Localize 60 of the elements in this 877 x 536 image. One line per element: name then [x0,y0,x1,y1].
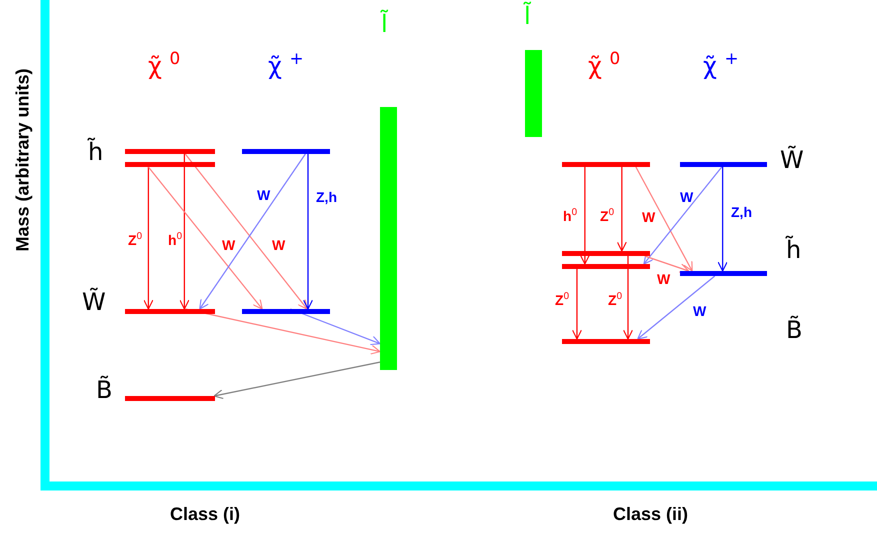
edge-label: h$^{0}$ [168,232,182,247]
edge-label: Z$^{0}$ [128,232,142,247]
energy-level-bar [242,309,330,314]
particle-symbol: χ̃ $^{+}$ [268,50,304,78]
decay-arrow [637,276,716,340]
edge-label: W [642,210,656,224]
energy-level-bar [125,149,215,154]
decay-arrow [580,167,590,265]
energy-level-bar [680,271,767,276]
edge-label: Z$^{0}$ [608,292,622,307]
energy-level-bar [562,251,650,256]
energy-level-bar [125,162,215,167]
mass-band [380,107,397,370]
particle-symbol: l̃ [381,12,388,36]
decay-arrow [718,167,728,272]
particle-symbol: l̃ [524,4,531,28]
energy-level-bar [125,396,215,401]
decay-arrow [214,362,380,400]
edge-label: W [257,188,270,202]
decay-arrow [290,308,381,346]
decay-arrow [148,166,263,310]
particle-symbol: h̃ [88,140,104,164]
decay-arrow [179,154,190,310]
mass-band [525,50,542,137]
edge-label: W [222,238,236,252]
decay-arrow [644,255,690,273]
edge-label: Z,h [731,205,752,219]
decay-arrow [622,256,634,340]
edge-label: h$^{0}$ [563,208,578,223]
particle-symbol: W̃ [82,290,106,314]
energy-level-bar [125,309,215,314]
class-label: Class (ii) [613,505,688,523]
axis-title: Mass (arbitrary units) [13,68,32,252]
decay-arrow [643,166,722,265]
edge-label: Z$^{0}$ [555,292,570,307]
particle-symbol: χ̃ $^{+}$ [703,50,739,78]
decay-arrow [185,308,381,355]
energy-level-bar [562,339,650,344]
edge-label: Z$^{0}$ [600,208,614,223]
particle-symbol: B̃ [786,318,802,342]
edge-label: W [272,238,286,252]
energy-level-bar [680,162,767,167]
edge-label: W [680,190,694,204]
decay-arrow [572,269,582,340]
edge-label: Z,h [316,190,337,204]
energy-level-bar [562,162,650,167]
decay-arrow [616,167,627,252]
class-label: Class (i) [170,505,240,523]
edge-label: W [693,304,706,318]
edge-label: W [657,272,670,286]
particle-symbol: W̃ [780,148,804,172]
particle-symbol: B̃ [96,378,112,402]
decay-arrow [302,154,314,310]
energy-level-bar [242,149,330,154]
decay-arrow [143,167,154,310]
particle-symbol: χ̃ $^{0}$ [148,50,180,78]
particle-symbol: χ̃ $^{0}$ [588,50,620,78]
particle-symbol: h̃ [786,238,802,262]
energy-level-bar [562,264,650,269]
decay-arrow [635,166,693,272]
